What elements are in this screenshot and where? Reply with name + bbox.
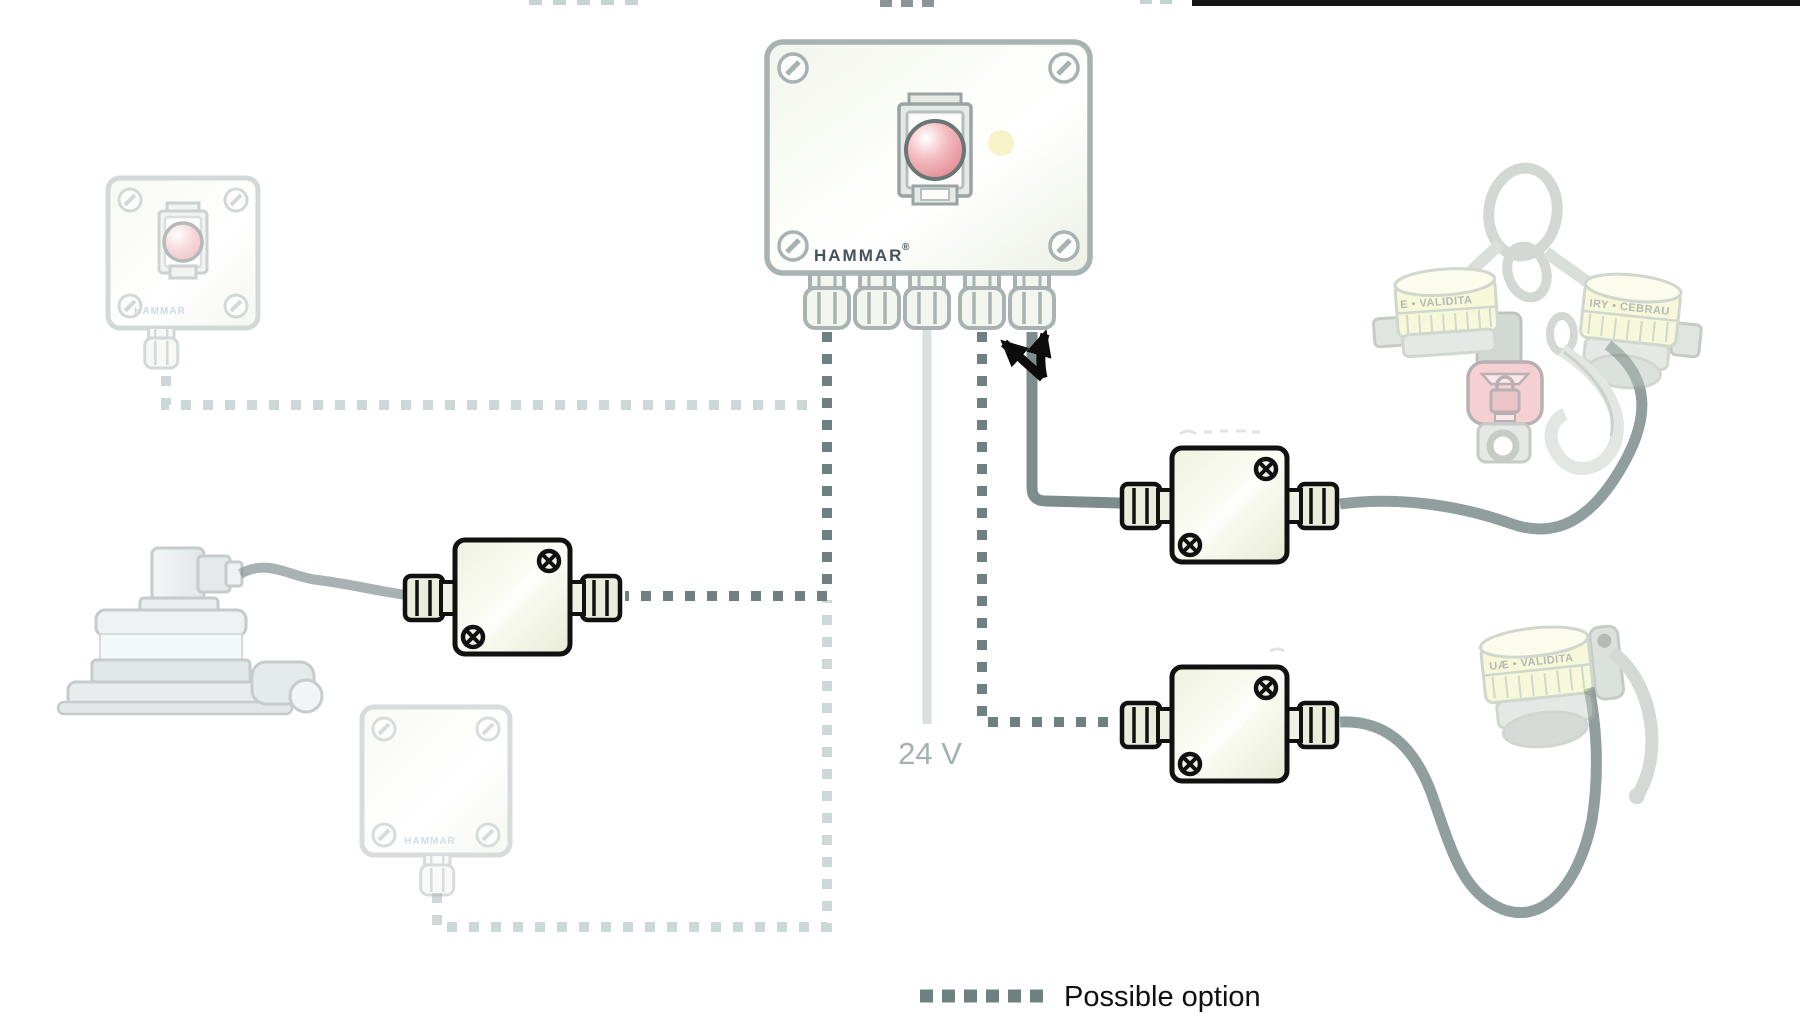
expiry-band-ticks — [1405, 307, 1492, 335]
cable-gland-5 — [1008, 272, 1056, 330]
weak-link-red — [1466, 360, 1544, 464]
cable-sensor-to-junction — [237, 562, 407, 600]
corner-screw — [475, 716, 501, 742]
alarm-panel: HAMMAR — [105, 175, 261, 370]
corner-screw — [223, 187, 249, 213]
option-line-sensor-circuit — [625, 332, 832, 601]
main-control-panel: HAMMAR ® — [764, 39, 1093, 330]
cable-gland-3 — [903, 272, 951, 330]
option-line-second-release — [977, 332, 1118, 727]
corner-screw — [475, 822, 501, 848]
main-panel-reg-mark: ® — [902, 242, 910, 253]
release-lever — [1607, 646, 1659, 800]
cable-gland — [143, 326, 180, 370]
shackle-eye — [1486, 429, 1520, 463]
pressure-sensor — [56, 546, 324, 716]
panel-lamp-lens — [904, 119, 966, 181]
junction-box-upper-right — [1122, 448, 1337, 562]
option-line-bottom-box — [432, 600, 832, 932]
direction-arrows — [1000, 329, 1052, 382]
corner-screw — [117, 187, 143, 213]
junction-box-middle — [405, 540, 620, 654]
release-assembly-top: E • VALIDITA IRY • CEBRAU — [1371, 162, 1703, 475]
release-unit-bottom: UÆ • VALIDITA — [1478, 624, 1659, 805]
cable-gland — [419, 853, 456, 897]
release-unit-top-left: E • VALIDITA — [1371, 267, 1500, 359]
alarm-panel-brand: HAMMAR — [134, 306, 186, 317]
expiry-band-ticks — [1587, 313, 1669, 342]
alarm-lamp-lens — [162, 221, 204, 263]
corner-screw — [371, 716, 397, 742]
arrow-to-cable-gland — [1026, 329, 1052, 379]
corner-screw — [779, 232, 807, 260]
panel-indicator-dot — [988, 130, 1014, 156]
expiry-band-label: E • VALIDITA — [1400, 294, 1473, 311]
expiry-band-ticks — [1491, 666, 1586, 699]
cable-junction1-to-release1 — [1339, 340, 1648, 535]
corner-screw — [779, 54, 807, 82]
corner-screw — [223, 293, 249, 319]
power-label: 24 V — [898, 736, 962, 771]
release-unit-top-right: IRY • CEBRAU — [1579, 272, 1703, 390]
cable-panel-to-junction1 — [1026, 332, 1121, 509]
safety-hook — [1544, 312, 1624, 475]
cable-gland-4 — [958, 272, 1006, 330]
lifting-ring — [1483, 162, 1563, 262]
erased-label-marks — [1179, 429, 1285, 653]
bottom-option-box-brand: HAMMAR — [404, 836, 456, 847]
main-panel-brand: HAMMAR — [814, 246, 903, 265]
top-edge-dark-dashes — [880, 0, 934, 7]
corner-screw — [1050, 232, 1078, 260]
option-line-alarm-panel — [161, 376, 816, 410]
corner-screw — [1050, 54, 1078, 82]
junction-box-lower-right — [1122, 667, 1337, 781]
legend: Possible option — [920, 981, 1261, 1013]
arrow-to-option-gland — [1000, 339, 1047, 382]
bottom-option-box: HAMMAR — [359, 704, 513, 897]
legend-label: Possible option — [1064, 981, 1261, 1013]
sensor-glass-band — [99, 633, 243, 663]
top-edge-fragments — [529, 0, 1800, 7]
top-edge-light-dashes — [529, 0, 1172, 5]
cable-junction2-to-release2 — [1339, 686, 1602, 919]
top-edge-black-bar — [1192, 0, 1800, 6]
corner-screw — [371, 822, 397, 848]
cable-gland-1 — [803, 272, 851, 330]
chain-link — [1502, 241, 1552, 303]
cable-gland-2 — [853, 272, 901, 330]
